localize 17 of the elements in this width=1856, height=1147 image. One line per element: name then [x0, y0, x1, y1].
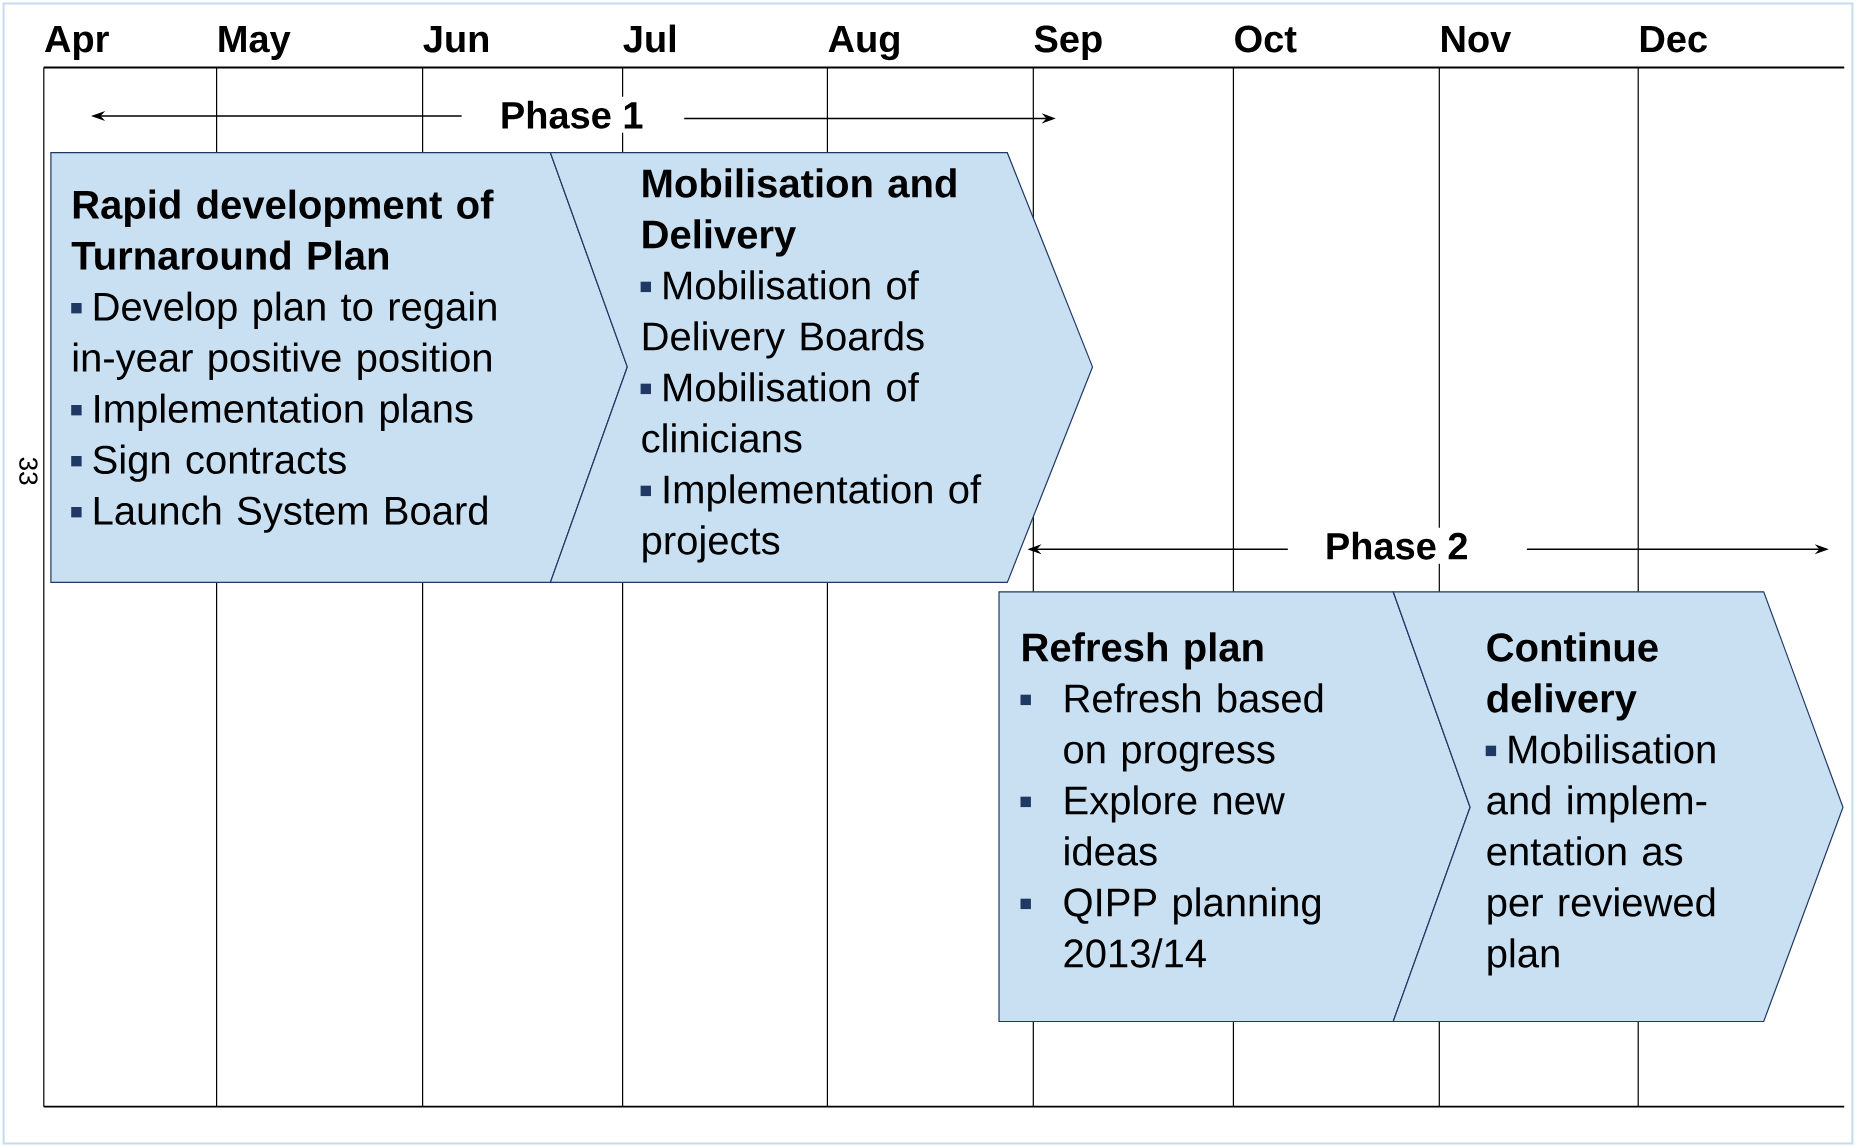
chevron-box: Continue delivery Mobilisation and implem-entation as per reviewed plan — [1392, 591, 1844, 1023]
month-label: Jul — [623, 24, 676, 53]
month-label: Jun — [423, 25, 488, 53]
phase-label: Phase 2 — [1320, 527, 1473, 564]
month-label: Sep — [1034, 25, 1102, 60]
chevron-box: Refresh plan Refresh based on progress Explore new ideas QIPP planning 2013/14 — [998, 591, 1471, 1023]
chevron-box: Mobilisation and Delivery Mobilisation of Delivery Boards Mobilisation of clinicians Implementation of projects — [549, 152, 1094, 583]
node-label: Mobilisation and implem-entation as per reviewed plan — [1487, 734, 1715, 976]
node-label: Continue delivery — [1487, 632, 1658, 721]
month-label: Oct — [1235, 25, 1297, 53]
chevron-box: Rapid development of Turnaround Plan Develop plan to regain in-year positive position Implementation plans Sign contracts Launch System Board — [50, 152, 628, 583]
month-label: Dec — [1640, 25, 1707, 53]
month-label: Nov — [1442, 25, 1512, 53]
month-label: Aug — [828, 25, 899, 61]
phase-label: Phase 1 — [495, 96, 648, 133]
month-label: Apr — [44, 25, 109, 60]
month-label: May — [219, 25, 291, 60]
